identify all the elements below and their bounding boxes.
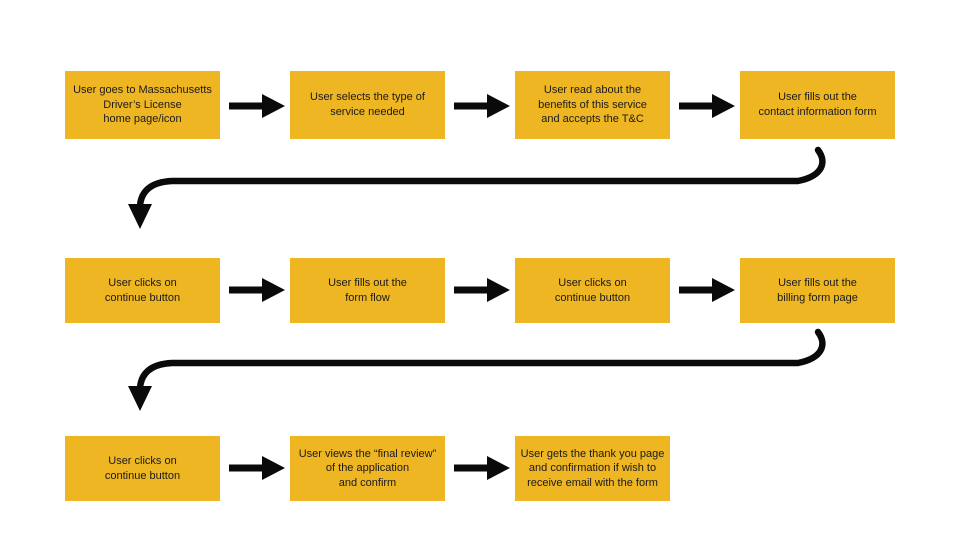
flow-step-2: User selects the type of service needed: [290, 71, 445, 139]
flow-step-7: User clicks on continue button: [515, 258, 670, 323]
flow-arrow: [229, 456, 285, 480]
flow-step-11: User gets the thank you page and confirm…: [515, 436, 670, 501]
row-wrap-arrow: [128, 146, 826, 229]
flow-step-1: User goes to Massachusetts Driver’s Lice…: [65, 71, 220, 139]
flow-step-8: User fills out the billing form page: [740, 258, 895, 323]
flow-arrow: [454, 456, 510, 480]
flow-step-3: User read about the benefits of this ser…: [515, 71, 670, 139]
flow-step-9: User clicks on continue button: [65, 436, 220, 501]
flow-arrow: [454, 278, 510, 302]
flow-arrow: [679, 278, 735, 302]
flow-step-6: User fills out the form flow: [290, 258, 445, 323]
flow-arrow: [454, 94, 510, 118]
flow-arrow: [229, 278, 285, 302]
row-wrap-arrow: [128, 328, 826, 411]
flow-step-4: User fills out the contact information f…: [740, 71, 895, 139]
flow-arrow: [229, 94, 285, 118]
flow-arrow: [679, 94, 735, 118]
flow-step-10: User views the “final review” of the app…: [290, 436, 445, 501]
flow-step-5: User clicks on continue button: [65, 258, 220, 323]
